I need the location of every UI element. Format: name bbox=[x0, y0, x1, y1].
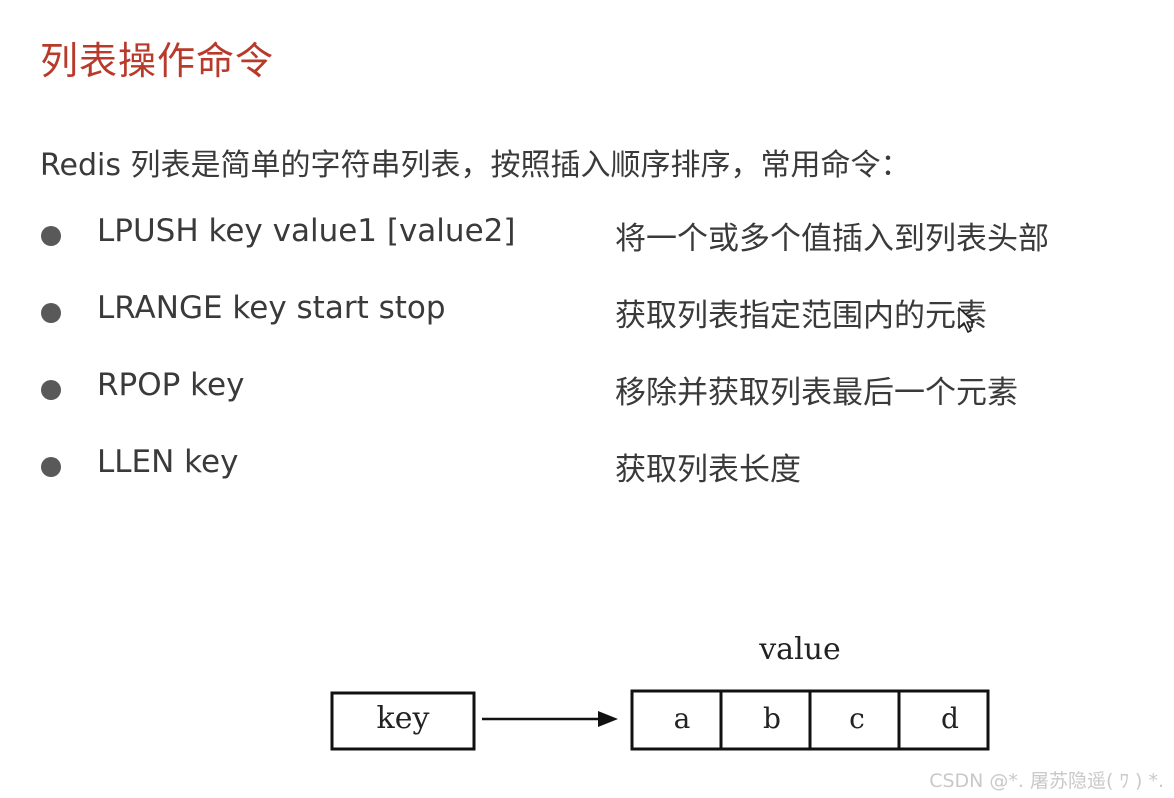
command-description: 获取列表长度 bbox=[615, 452, 801, 488]
value-cell-d: d bbox=[941, 702, 959, 735]
command-description: 获取列表指定范围内的元素 bbox=[615, 298, 987, 334]
list-structure-diagram: key value a b c d bbox=[330, 632, 990, 751]
bullet-icon bbox=[41, 303, 61, 323]
command-description: 移除并获取列表最后一个元素 bbox=[615, 375, 1018, 411]
bullet-icon bbox=[41, 226, 61, 246]
value-cells: a b c d bbox=[630, 689, 990, 751]
watermark: CSDN @*. 屠苏隐遥( ﾜ ) *. bbox=[929, 770, 1164, 792]
page-title: 列表操作命令 bbox=[40, 39, 275, 83]
command-text: RPOP key bbox=[97, 367, 245, 403]
key-label: key bbox=[377, 701, 430, 736]
key-box bbox=[330, 691, 476, 751]
mouse-cursor-icon bbox=[958, 307, 975, 333]
bullet-icon bbox=[41, 380, 61, 400]
value-cell-a: a bbox=[674, 702, 691, 735]
arrow-head-icon bbox=[598, 711, 618, 727]
intro-text: Redis 列表是简单的字符串列表，按照插入顺序排序，常用命令： bbox=[40, 148, 911, 183]
command-row: RPOP key 移除并获取列表最后一个元素 bbox=[0, 367, 1174, 411]
command-text: LLEN key bbox=[97, 444, 239, 480]
value-cell-c: c bbox=[849, 702, 865, 735]
bullet-icon bbox=[41, 457, 61, 477]
command-row: LLEN key 获取列表长度 bbox=[0, 444, 1174, 488]
command-row: LPUSH key value1 [value2] 将一个或多个值插入到列表头部 bbox=[0, 213, 1174, 257]
command-description: 将一个或多个值插入到列表头部 bbox=[615, 221, 1049, 257]
command-text: LRANGE key start stop bbox=[97, 290, 446, 326]
command-row: LRANGE key start stop 获取列表指定范围内的元素 bbox=[0, 290, 1174, 334]
command-text: LPUSH key value1 [value2] bbox=[97, 213, 516, 249]
value-label: value bbox=[758, 632, 841, 667]
value-cell-b: b bbox=[763, 702, 781, 735]
